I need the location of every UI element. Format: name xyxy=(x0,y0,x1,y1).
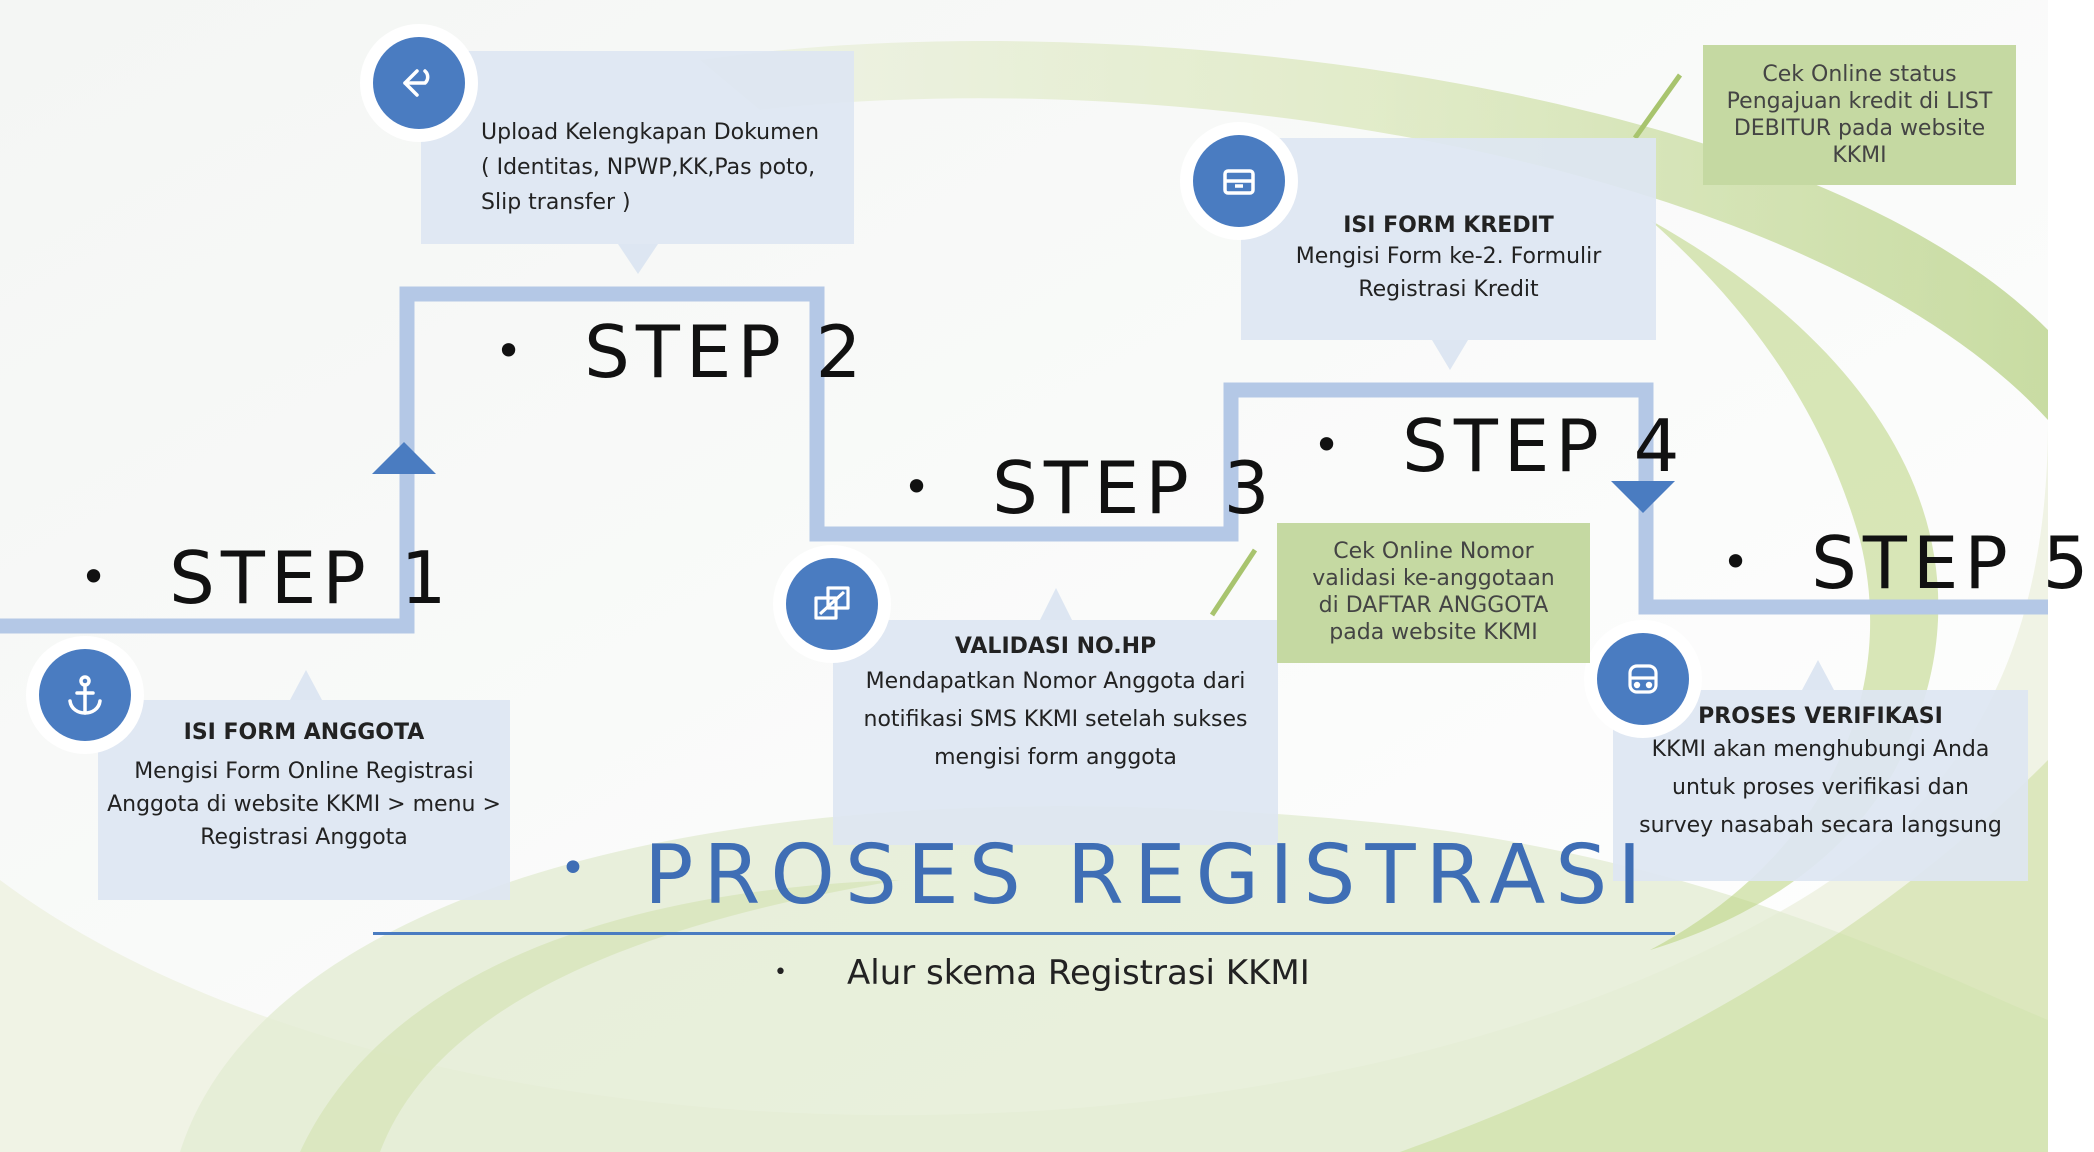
step-4-label: •STEP 4 xyxy=(1313,404,1686,488)
step-3-label: •STEP 3 xyxy=(903,446,1276,530)
box3-pointer xyxy=(1040,588,1072,620)
box1-pointer xyxy=(290,670,322,700)
background-swoosh xyxy=(0,0,2048,1152)
step-path xyxy=(0,73,2048,700)
step-1-icon-badge xyxy=(26,636,144,754)
step-5-title: PROSES VERIFIKASI xyxy=(1698,704,1943,729)
step-2-box: Upload Kelengkapan Dokumen ( Identitas, … xyxy=(421,51,854,244)
title-underline xyxy=(373,932,1675,935)
inbox-icon xyxy=(1223,169,1255,195)
note-connector-1 xyxy=(1209,548,1258,617)
step-5-icon-badge xyxy=(1584,620,1702,738)
page-title: •PROSES REGISTRASI xyxy=(560,828,1652,923)
step-3-title: VALIDASI NO.HP xyxy=(954,634,1157,659)
note-list-debitur-text: Cek Online status Pengajuan kredit di LI… xyxy=(1726,62,1993,168)
step-5-box: PROSES VERIFIKASI KKMI akan menghubungi … xyxy=(1613,690,2028,881)
box2-pointer xyxy=(618,244,658,274)
step-5-text: KKMI akan menghubungi Anda untuk proses … xyxy=(1639,737,2002,838)
step-3-box: VALIDASI NO.HP Mendapatkan Nomor Anggota… xyxy=(833,620,1278,845)
arrow-left-icon xyxy=(403,69,430,97)
step-2-label: •STEP 2 xyxy=(495,310,868,394)
step-4-title: ISI FORM KREDIT xyxy=(1343,213,1554,238)
box4-pointer xyxy=(1432,340,1468,370)
step-4-icon-badge xyxy=(1180,122,1298,240)
box5-pointer xyxy=(1802,660,1834,690)
bus-icon xyxy=(1628,664,1658,694)
down-arrow-marker xyxy=(1611,481,1675,513)
note-connector-2 xyxy=(1632,73,1683,140)
step-1-label: •STEP 1 xyxy=(80,536,453,620)
linked-squares-icon xyxy=(814,586,850,620)
step-1-text: Mengisi Form Online Registrasi Anggota d… xyxy=(107,759,501,850)
step-4-text: Mengisi Form ke-2. Formulir Registrasi K… xyxy=(1295,244,1602,302)
page-subtitle: •Alur skema Registrasi KKMI xyxy=(774,953,1310,993)
step-1-box: ISI FORM ANGGOTA Mengisi Form Online Reg… xyxy=(98,700,510,900)
step-5-label: •STEP 5 xyxy=(1722,521,2094,605)
step-1-title: ISI FORM ANGGOTA xyxy=(183,720,425,745)
step-2-icon-badge xyxy=(360,24,478,142)
step-4-box: ISI FORM KREDIT Mengisi Form ke-2. Formu… xyxy=(1241,138,1656,340)
anchor-icon xyxy=(68,675,102,715)
note-daftar-anggota: Cek Online Nomor validasi ke-anggotaan d… xyxy=(1277,523,1590,663)
step-3-text: Mendapatkan Nomor Anggota dari notifikas… xyxy=(863,669,1248,770)
note-daftar-anggota-text: Cek Online Nomor validasi ke-anggotaan d… xyxy=(1312,539,1555,645)
step-2-text: Upload Kelengkapan Dokumen ( Identitas, … xyxy=(481,120,820,215)
step-3-icon-badge xyxy=(773,545,891,663)
note-list-debitur: Cek Online status Pengajuan kredit di LI… xyxy=(1703,45,2016,185)
up-arrow-marker xyxy=(372,442,436,474)
